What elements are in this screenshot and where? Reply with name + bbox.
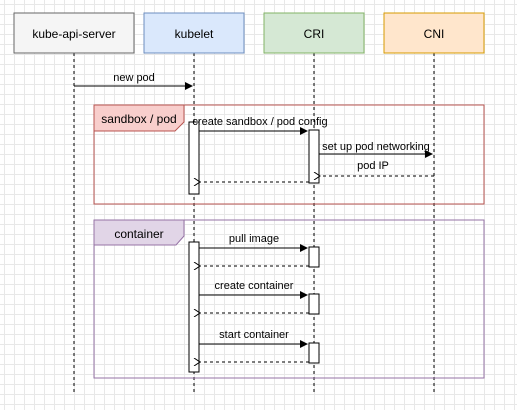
message-label: pod IP: [357, 160, 389, 172]
message-pull-image: pull image: [199, 233, 309, 266]
message-create-sandbox: create sandbox / pod config: [192, 116, 328, 135]
frame-label: sandbox / pod: [101, 112, 176, 126]
participant-label: CRI: [304, 27, 325, 41]
activation-kubelet-sandbox: [188, 121, 200, 195]
message-pod-ip: pod IP: [320, 160, 434, 176]
message-new-pod: new pod: [74, 72, 193, 90]
message-create-container: create container: [199, 280, 309, 313]
participant-kube-api-server[interactable]: kube-api-server: [13, 12, 135, 54]
participant-label: CNI: [424, 27, 445, 41]
message-start-container: start container: [199, 329, 309, 362]
message-label: create sandbox / pod config: [192, 116, 327, 128]
message-label: create container: [215, 280, 294, 292]
frame-label: container: [114, 227, 163, 241]
participant-kubelet[interactable]: kubelet: [143, 12, 245, 54]
participant-label: kubelet: [175, 27, 214, 41]
activations: [188, 121, 320, 373]
frame-sandbox: sandbox / pod: [93, 104, 485, 205]
participant-cri[interactable]: CRI: [263, 12, 365, 54]
message-setup-networking: set up pod networking: [319, 141, 433, 158]
participant-label: kube-api-server: [32, 27, 115, 41]
activation-kubelet-container: [188, 241, 200, 373]
frame-container: container: [93, 219, 485, 379]
message-label: new pod: [113, 72, 155, 84]
participant-cni[interactable]: CNI: [383, 12, 485, 54]
message-label: start container: [219, 329, 289, 341]
message-label: set up pod networking: [322, 141, 430, 153]
activation-cri-pull: [308, 246, 320, 268]
activation-cri-sandbox: [308, 129, 320, 184]
activation-cri-create: [308, 293, 320, 315]
message-label: pull image: [229, 233, 279, 245]
activation-cri-start: [308, 342, 320, 364]
